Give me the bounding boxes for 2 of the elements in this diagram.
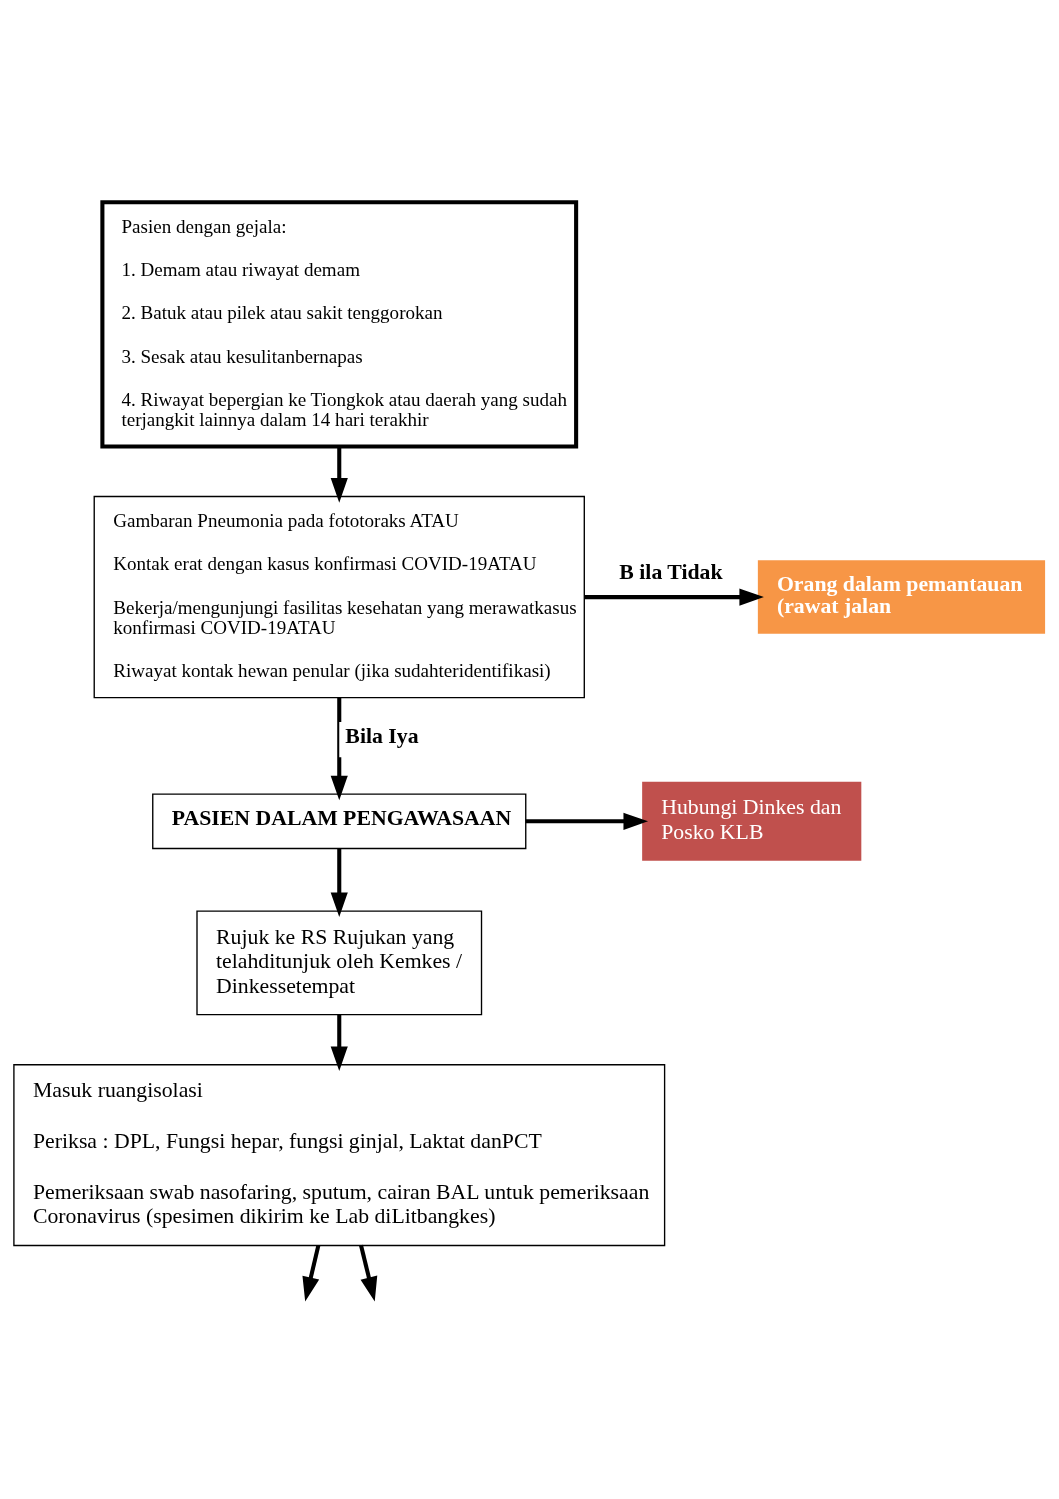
edge-label: B ila Tidak <box>619 560 723 585</box>
edge-label: Bila Iya <box>345 724 419 749</box>
